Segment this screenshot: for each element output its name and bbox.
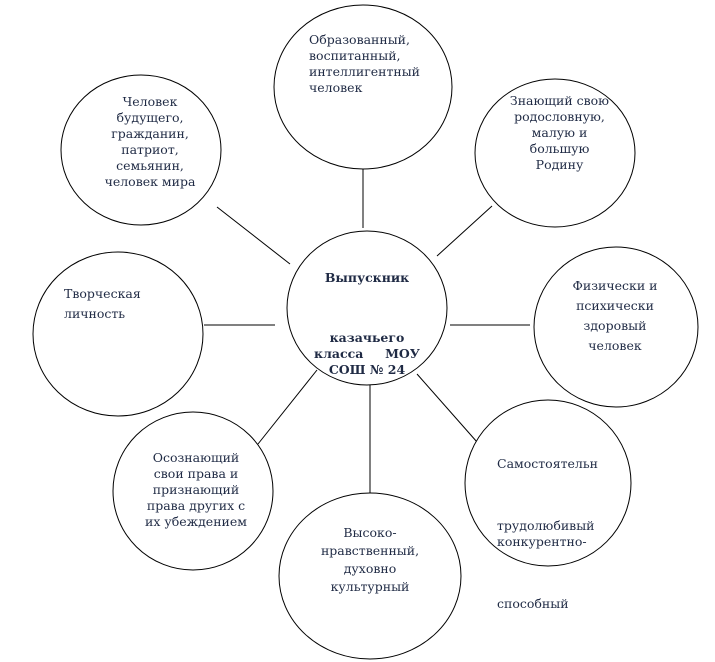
node-circle-top xyxy=(273,4,453,170)
node-circle-top-left xyxy=(60,74,222,226)
node-bottom-left-text: Осознающий свои права и признающий права… xyxy=(144,450,247,529)
node-top-left-text: Человек будущего, гражданин, патриот, се… xyxy=(104,94,196,189)
node-top-right-text: Знающий свою родословную, малую и большу… xyxy=(509,93,610,172)
connector-top-right xyxy=(436,205,493,257)
node-circle-bottom-right xyxy=(464,399,632,567)
center-body: казачьего класса МОУ СОШ № 24 xyxy=(314,330,420,377)
node-circle-left xyxy=(32,251,204,417)
center-node: Выпускник казачьего класса МОУ СОШ № 24 xyxy=(300,254,434,394)
node-circle-bottom xyxy=(278,492,462,660)
connector-bottom-right xyxy=(416,373,478,443)
node-bottom-right-text: Самостоятельн трудолюбивый конкурентно- … xyxy=(497,440,622,628)
node-bottom-text: Высоко- нравственный, духовно культурный xyxy=(320,525,420,594)
node-bottom-right-line3: способный xyxy=(497,596,569,611)
node-bottom-right-line2: трудолюбивый конкурентно- xyxy=(497,518,595,549)
node-top-text: Образованный, воспитанный, интеллигентны… xyxy=(309,32,420,95)
node-bottom-right-line1: Самостоятельн xyxy=(497,456,598,471)
connector-bottom-left xyxy=(257,369,318,445)
node-circle-bottom-left xyxy=(112,411,274,571)
node-right-text: Физически и психически здоровый человек xyxy=(572,278,658,353)
center-title: Выпускник xyxy=(324,270,410,285)
connector-top-left xyxy=(216,206,291,265)
center-circle xyxy=(286,230,448,386)
node-circle-right xyxy=(533,246,699,408)
node-circle-top-right xyxy=(474,78,636,228)
node-left-text: Творческая личность xyxy=(64,286,141,321)
